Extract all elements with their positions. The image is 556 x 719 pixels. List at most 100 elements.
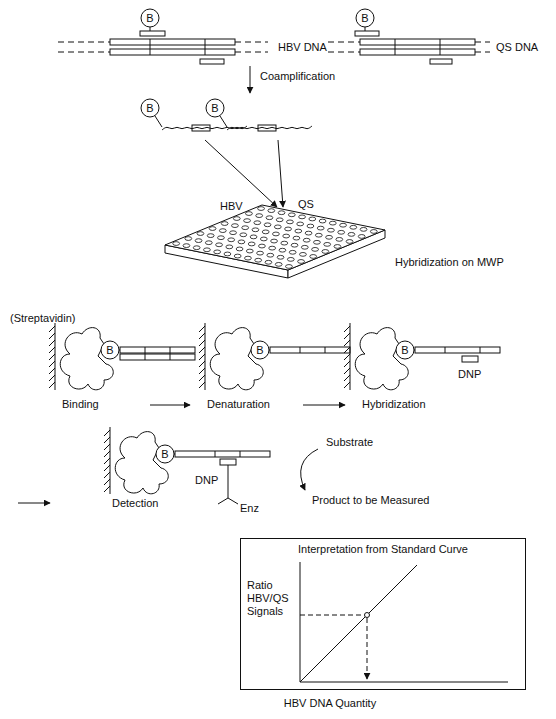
dna-strand (58, 52, 110, 53)
well (291, 243, 298, 247)
text-label: (Streptavidin) (10, 312, 75, 325)
dna-strand (475, 52, 490, 53)
dna-strand (360, 39, 475, 45)
well (240, 233, 247, 237)
target-region (480, 347, 481, 353)
well (242, 226, 249, 230)
wall-hatch (344, 361, 350, 367)
biotin-circle (396, 341, 414, 359)
well (252, 228, 259, 232)
process-arrow (150, 405, 190, 406)
well (360, 227, 367, 231)
text-label: QS DNA (496, 41, 538, 54)
well (221, 222, 228, 226)
text-label: Denaturation (207, 398, 270, 411)
well (216, 243, 223, 247)
well (274, 225, 281, 229)
well (278, 211, 285, 215)
well (228, 238, 235, 242)
biotin-letter: B (146, 12, 153, 25)
well (258, 207, 265, 211)
well (238, 240, 245, 244)
well (234, 254, 241, 258)
well (254, 221, 261, 225)
well (185, 237, 192, 241)
well (230, 231, 237, 235)
dashed-guide (300, 615, 364, 616)
wall-hatch (199, 326, 205, 332)
biotin-circle (206, 99, 224, 117)
wall-hatch (49, 375, 55, 381)
biotin-letter: B (211, 102, 218, 115)
well (219, 229, 226, 233)
well (183, 244, 190, 248)
well (328, 228, 335, 232)
wall-hatch (49, 333, 55, 339)
text-label: Detection (112, 497, 158, 510)
process-arrow (278, 140, 283, 207)
text-label: Hybridization on MWP (395, 256, 504, 269)
well (244, 219, 251, 223)
text-label: DNP (195, 474, 218, 487)
wall-hatch (104, 451, 110, 457)
wall-hatch (344, 333, 350, 339)
text-label: Enz (240, 502, 259, 515)
enzyme-conjugate (218, 498, 228, 504)
wall-hatch (199, 340, 205, 346)
text-label: QS (298, 198, 314, 211)
well (322, 250, 329, 254)
streptavidin-shape (115, 432, 168, 494)
dna-strand (328, 42, 360, 43)
target-region (145, 347, 146, 360)
dnp-probe (220, 459, 236, 465)
wells (173, 207, 377, 269)
well (303, 238, 310, 242)
well (350, 225, 357, 229)
process-arrow (303, 405, 345, 406)
well (309, 217, 316, 221)
dna-strand (58, 42, 110, 43)
well (281, 241, 288, 245)
wall-hatch (104, 465, 110, 471)
well (307, 224, 314, 228)
well (257, 251, 264, 255)
well (326, 235, 333, 239)
dashed-guide (367, 618, 368, 679)
wall-hatch (344, 326, 350, 332)
well (283, 234, 290, 238)
dna-strand (235, 52, 268, 53)
text-label: HBV DNA (278, 41, 327, 54)
target-region (440, 39, 441, 55)
well (250, 235, 257, 239)
well (260, 237, 267, 241)
biotin-letter: B (161, 448, 168, 461)
x-axis (300, 682, 508, 683)
wall-hatch (199, 375, 205, 381)
wall-hatch (49, 340, 55, 346)
well (285, 227, 292, 231)
amplicon-strand (227, 126, 312, 130)
well (255, 258, 262, 262)
well (267, 253, 274, 257)
well (195, 239, 202, 243)
standard-curve (300, 562, 508, 682)
wall-hatch (344, 375, 350, 381)
wall-hatch (344, 354, 350, 360)
wall-hatch (104, 430, 110, 436)
wall-hatch (199, 368, 205, 374)
well (334, 245, 341, 249)
enzyme-conjugate (228, 498, 238, 504)
well (370, 230, 377, 234)
well (358, 235, 365, 239)
primer (430, 59, 452, 64)
dna-strand (120, 347, 195, 353)
target-region (445, 347, 446, 353)
target-region (170, 347, 171, 360)
well (293, 236, 300, 240)
well (266, 216, 273, 220)
biotin-letter: B (361, 12, 368, 25)
well (256, 214, 263, 218)
wall-hatch (104, 444, 110, 450)
primer (140, 31, 165, 36)
